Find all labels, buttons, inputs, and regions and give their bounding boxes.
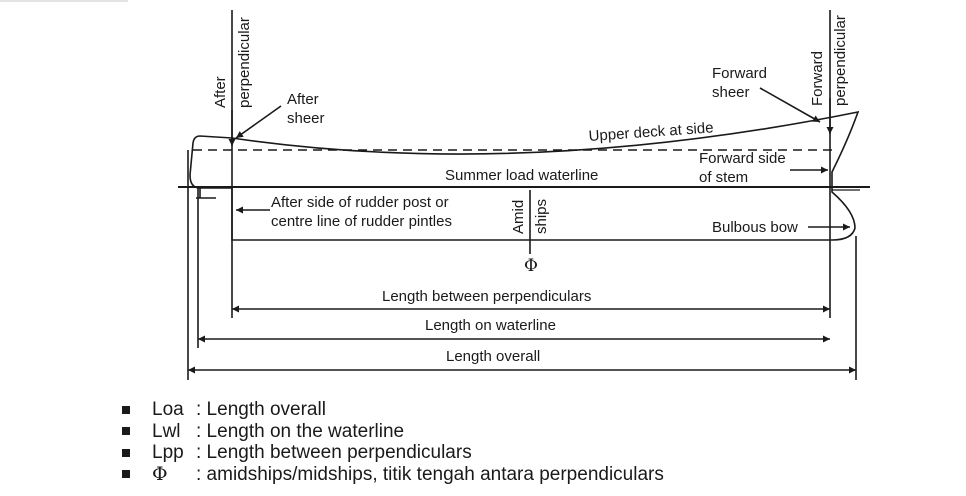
amidships-label-2: ships — [533, 199, 550, 234]
summer-load-waterline-label: Summer load waterline — [445, 167, 598, 184]
amidships-symbol: Φ — [524, 256, 538, 276]
bullet-icon — [122, 470, 130, 479]
legend-item: Lpp : Length between perpendiculars — [122, 442, 664, 464]
lwl-label: Length on waterline — [425, 317, 556, 334]
top-edge-mark — [0, 0, 128, 2]
forward-side-stem-label-1: Forward side — [699, 150, 786, 167]
legend-text: : amidships/midships, titik tengah antar… — [196, 463, 664, 485]
loa-label: Length overall — [446, 348, 540, 365]
forward-sheer-label-2: sheer — [712, 84, 750, 101]
legend-text: : Length on the waterline — [196, 420, 405, 442]
legend-abbr: Lwl — [152, 420, 181, 442]
legend-item: Φ : amidships/midships, titik tengah ant… — [122, 462, 664, 486]
bullet-icon — [122, 405, 130, 414]
after-perpendicular-label-2: perpendicular — [236, 17, 253, 108]
rudder-post-label-2: centre line of rudder pintles — [271, 213, 452, 230]
bullet-icon — [122, 427, 130, 436]
forward-sheer-label-1: Forward — [712, 65, 767, 82]
ship-dimensions-diagram: After perpendicular After sheer Forward … — [178, 10, 870, 380]
forward-perpendicular-label-1: Forward — [809, 51, 826, 106]
legend-abbr: Φ — [152, 462, 168, 485]
bullet-icon — [122, 448, 130, 457]
legend-abbr: Loa — [152, 399, 184, 420]
lpp-label: Length between perpendiculars — [382, 288, 591, 305]
forward-perpendicular-label-2: perpendicular — [832, 15, 849, 106]
legend-abbr: Lpp — [152, 442, 184, 463]
legend-text: : Length overall — [196, 399, 326, 420]
bulbous-bow-label: Bulbous bow — [712, 219, 798, 236]
forward-side-stem-label-2: of stem — [699, 169, 748, 186]
legend-item: Loa : Length overall — [122, 399, 664, 421]
after-sheer-label-2: sheer — [287, 110, 325, 127]
after-sheer-label-1: After — [287, 91, 319, 108]
amidships-label-1: Amid — [510, 200, 527, 234]
abbreviation-legend: Loa : Length overall Lwl : Length on the… — [122, 399, 664, 485]
after-perpendicular-label-1: After — [212, 76, 229, 108]
upper-deck-label: Upper deck at side — [588, 119, 714, 145]
rudder-stub — [196, 188, 216, 199]
rudder-post-label-1: After side of rudder post or — [271, 194, 449, 211]
legend-text: : Length between perpendiculars — [196, 442, 472, 463]
hull-outline — [189, 110, 860, 241]
legend-item: Lwl : Length on the waterline — [122, 421, 664, 443]
